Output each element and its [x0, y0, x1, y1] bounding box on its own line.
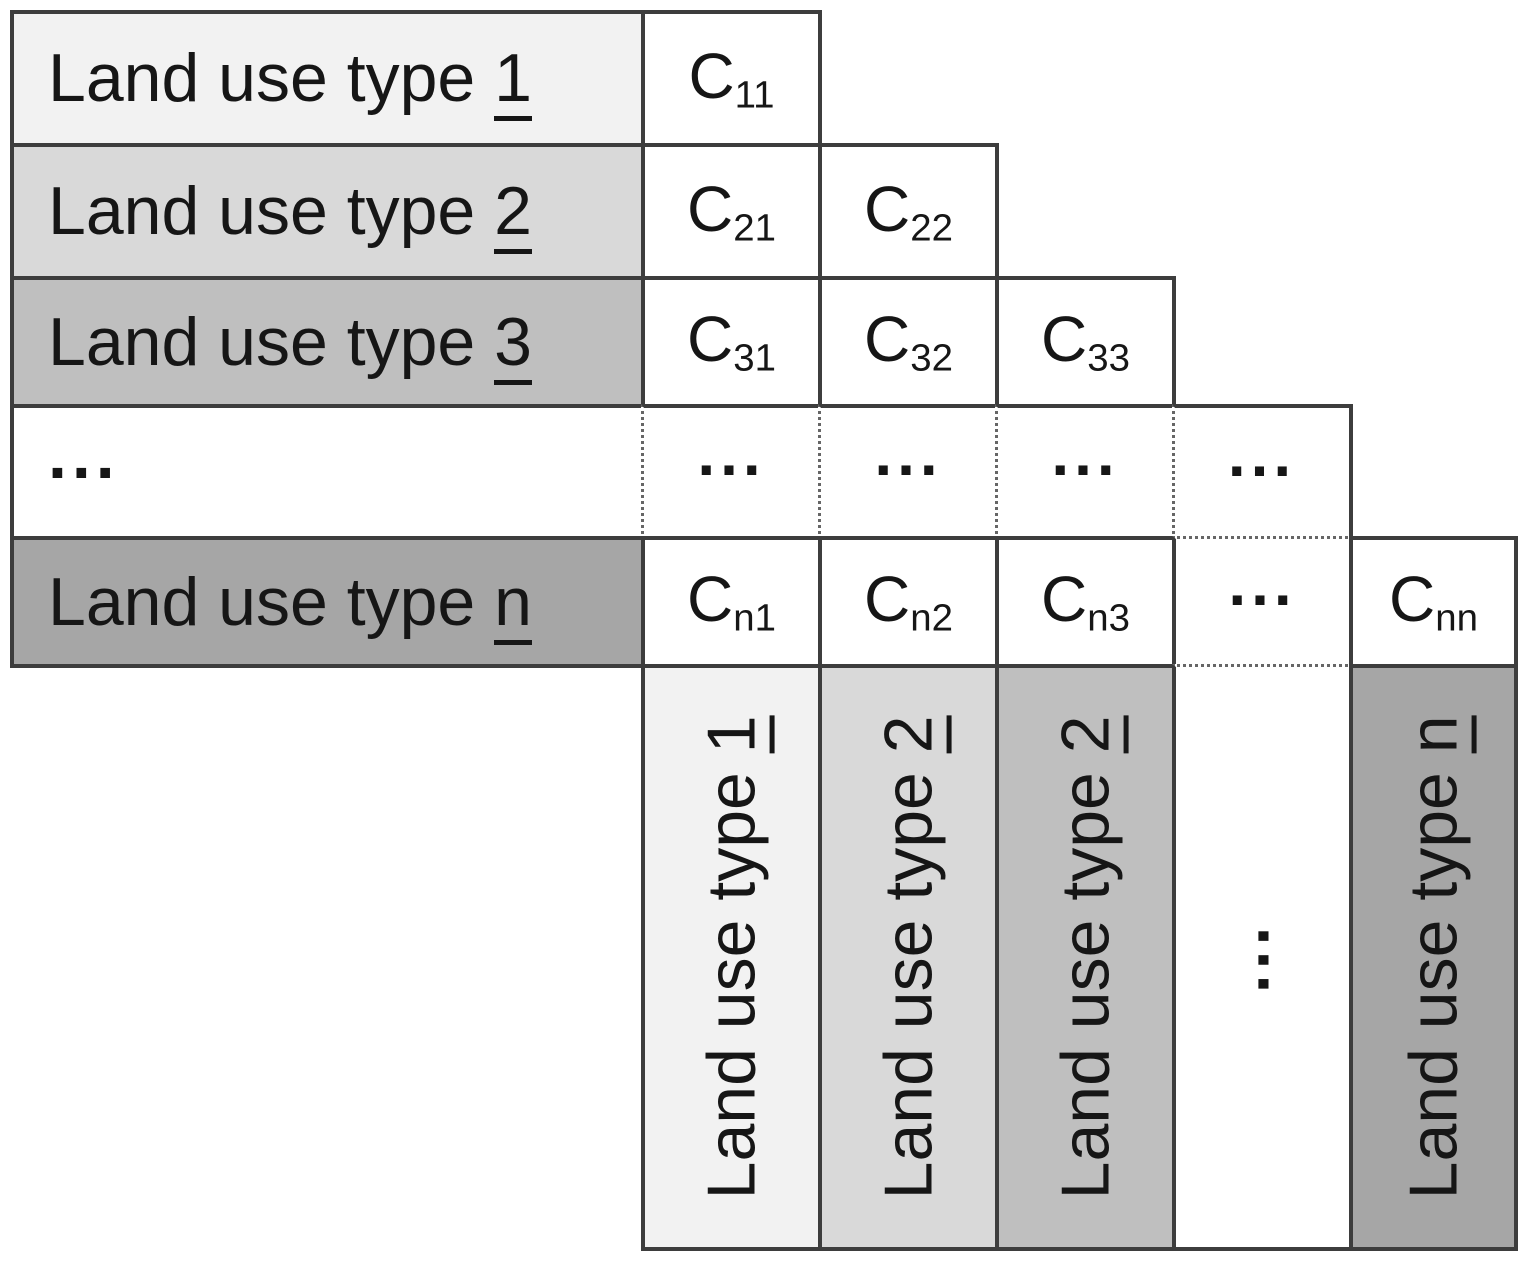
col-header-n-label: Land use type n [1395, 715, 1477, 1200]
row-header-3-label: Land use type 3 [48, 303, 532, 385]
cell-c32-value: C32 [864, 303, 953, 380]
row-header-ellipsis-label: ... [48, 416, 120, 493]
cell-c32: C32 [818, 276, 999, 408]
cell-c33-value: C33 [1041, 303, 1130, 380]
col-header-ellipsis-label: ... [1207, 921, 1284, 993]
col-header-1-underlined: 1 [693, 715, 775, 754]
col-header-n-text: Land use type [1395, 753, 1472, 1200]
row-header-ellipsis: ... [10, 404, 645, 540]
cell-ellipsis-2-value: ... [874, 417, 943, 490]
cell-c21: C21 [641, 143, 822, 280]
cell-cn1: Cn1 [641, 536, 822, 668]
row-header-3-text: Land use type [48, 303, 495, 380]
cell-c22: C22 [818, 143, 999, 280]
cell-cnn-value: Cnn [1389, 563, 1478, 640]
col-header-1-text: Land use type [693, 753, 770, 1200]
cell-ellipsis-4: ... [1172, 404, 1353, 540]
row-header-n: Land use type n [10, 536, 645, 668]
cell-ellipsis-3-value: ... [1051, 417, 1120, 490]
cell-ellipsis-1-value: ... [697, 417, 766, 490]
cell-c31-value: C31 [687, 303, 776, 380]
col-header-3: Land use type 2 [995, 664, 1176, 1251]
row-header-2-underlined: 2 [494, 173, 532, 255]
row-header-n-text: Land use type [48, 563, 495, 640]
col-header-2-text: Land use type [870, 753, 947, 1200]
cell-cn2-value: Cn2 [864, 563, 953, 640]
col-header-3-label: Land use type 2 [1047, 715, 1129, 1200]
row-header-1: Land use type 1 [10, 10, 645, 147]
row-header-3-underlined: 3 [494, 303, 532, 385]
col-header-2-label: Land use type 2 [870, 715, 952, 1200]
cell-ellipsis-1: ... [641, 404, 822, 540]
cell-c22-value: C22 [864, 172, 953, 250]
row-header-2: Land use type 2 [10, 143, 645, 280]
col-header-2: Land use type 2 [818, 664, 999, 1251]
row-header-1-label: Land use type 1 [48, 40, 532, 122]
col-header-ellipsis-text: ... [1207, 921, 1284, 993]
row-header-1-underlined: 1 [494, 40, 532, 122]
cell-cn-ellipsis: ... [1172, 536, 1353, 668]
cell-cn3-value: Cn3 [1041, 563, 1130, 640]
cell-ellipsis-3: ... [995, 404, 1176, 540]
cell-cn1-value: Cn1 [687, 563, 776, 640]
row-header-2-label: Land use type 2 [48, 173, 532, 255]
col-header-1: Land use type 1 [641, 664, 822, 1251]
cell-c11: C11 [641, 10, 822, 147]
cell-cn2: Cn2 [818, 536, 999, 668]
col-header-ellipsis: ... [1172, 664, 1353, 1251]
cell-ellipsis-4-value: ... [1227, 417, 1297, 490]
row-header-3: Land use type 3 [10, 276, 645, 408]
cell-c31: C31 [641, 276, 822, 408]
cell-c33: C33 [995, 276, 1176, 408]
row-header-1-text: Land use type [48, 40, 495, 117]
col-header-n-underlined: n [1395, 715, 1477, 754]
cell-ellipsis-2: ... [818, 404, 999, 540]
col-header-3-underlined: 2 [1047, 715, 1129, 754]
cell-cn-ellipsis-value: ... [1228, 547, 1297, 620]
col-header-n: Land use type n [1349, 664, 1518, 1251]
cell-c21-value: C21 [687, 172, 776, 250]
cell-cnn: Cnn [1349, 536, 1518, 668]
row-header-n-label: Land use type n [48, 563, 532, 645]
col-header-2-underlined: 2 [870, 715, 952, 754]
row-header-2-text: Land use type [48, 173, 495, 250]
cell-cn3: Cn3 [995, 536, 1176, 668]
cell-c11-value: C11 [688, 39, 775, 117]
col-header-1-label: Land use type 1 [693, 715, 775, 1200]
col-header-3-text: Land use type [1047, 753, 1124, 1200]
row-header-ellipsis-text: ... [48, 416, 120, 493]
row-header-n-underlined: n [494, 563, 532, 645]
